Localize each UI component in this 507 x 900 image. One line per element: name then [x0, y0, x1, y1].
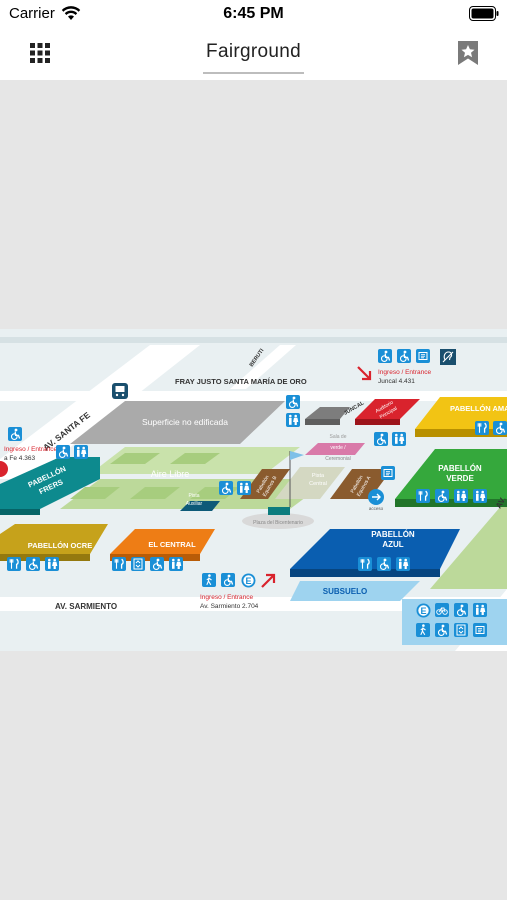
pavilion-azul[interactable]	[290, 529, 460, 569]
pista-auxiliar	[180, 501, 220, 511]
street-border	[0, 337, 507, 343]
entrance-sarmiento-label: Ingreso / Entrance	[200, 594, 253, 601]
flag-base	[268, 507, 290, 515]
entrance-santa-fe-address: a Fe 4.363	[4, 455, 35, 462]
label-sarmiento: AV. SARMIENTO	[55, 602, 117, 611]
wifi-icon	[61, 6, 81, 20]
icons-equinos-a	[380, 465, 396, 481]
label-fray-justo: FRAY JUSTO SANTA MARÍA DE ORO	[175, 377, 307, 386]
pavilion-ocre[interactable]	[0, 524, 108, 554]
street-beruti	[230, 345, 296, 389]
map-content-area: E	[0, 80, 507, 900]
lawn-patches	[70, 453, 240, 499]
label-amarillo: PABELLÓN AMA	[450, 404, 507, 413]
pavilion-equinos-b[interactable]	[240, 469, 290, 499]
area-superficie	[70, 401, 285, 444]
entrance-juncal-address: Juncal 4.431	[378, 378, 415, 385]
plaza-bicentenario	[242, 513, 314, 529]
label-central: EL CENTRAL	[148, 540, 196, 549]
label-plaza: Plaza del Bicentenario	[253, 520, 303, 526]
juncal-building	[305, 407, 350, 419]
auditorio-principal[interactable]	[355, 399, 420, 419]
grid-menu-icon[interactable]	[29, 42, 51, 64]
pavilion-central[interactable]	[110, 529, 215, 554]
label-pista-central-2: Central	[309, 481, 327, 487]
label-sala-1: Sala de	[330, 434, 347, 440]
fairground-map[interactable]: E	[0, 329, 507, 651]
area-subsuelo	[290, 581, 420, 601]
icons-sarmiento-entrance	[201, 572, 256, 588]
page-title: Fairground	[206, 41, 301, 62]
title-underline	[203, 72, 304, 74]
label-acceso: acceso	[369, 506, 384, 511]
entrance-santa-fe-label: Ingreso / Entrance	[4, 446, 57, 453]
battery-icon	[469, 6, 499, 21]
label-pista-auxiliar-1: Pista	[188, 493, 199, 499]
icons-azul	[357, 556, 410, 572]
wheelchair-icon-santa-fe	[7, 426, 23, 442]
label-verde-1: PABELLÓN	[438, 464, 482, 473]
status-time: 6:45 PM	[223, 5, 284, 22]
label-pista-auxiliar-2: Auxiliar	[186, 501, 203, 507]
street-fray-justo	[0, 391, 507, 401]
icons-top-right	[377, 348, 456, 365]
carrier-label: Carrier	[9, 5, 55, 22]
label-pista-central-1: Pista	[312, 473, 325, 479]
label-superficie: Superficie no edificada	[142, 417, 228, 427]
street-santa-fe	[0, 345, 200, 479]
flag-icon	[290, 451, 304, 460]
label-azul-2: AZUL	[382, 540, 403, 549]
label-azul-1: PABELLÓN	[371, 530, 415, 539]
bookmark-star-icon[interactable]	[457, 40, 479, 66]
bus-icon	[112, 383, 128, 399]
icons-ocre	[6, 556, 59, 572]
pista-central	[275, 467, 345, 499]
pavilion-frers[interactable]	[0, 457, 100, 509]
label-av-right: AV.	[494, 495, 507, 510]
pavilion-verde[interactable]	[395, 449, 507, 499]
navigation-bar: Fairground	[0, 28, 507, 80]
label-aire-libre: Aire Libre	[151, 469, 190, 479]
label-sala-2: verde /	[330, 445, 346, 451]
map-canvas: E	[0, 329, 507, 651]
pavilion-equinos-a[interactable]	[330, 469, 392, 499]
label-sala-3: Ceremonial	[325, 456, 351, 462]
entrance-juncal-label: Ingreso / Entrance	[378, 369, 431, 376]
entrance-sarmiento-address: Av. Sarmiento 2.704	[200, 603, 259, 610]
entrance-sarmiento-arrow	[261, 573, 276, 588]
entrance-santa-fe-marker	[0, 461, 8, 477]
status-bar: Carrier 6:45 PM	[0, 0, 507, 28]
entrance-juncal-arrow	[357, 366, 372, 381]
icon-acceso: acceso	[368, 489, 384, 511]
lawn-right	[430, 499, 507, 589]
label-verde-2: VERDE	[446, 474, 474, 483]
label-subsuelo: SUBSUELO	[323, 587, 367, 596]
label-ocre: PABELLÓN OCRE	[28, 541, 92, 550]
sala-verde-ceremonial[interactable]	[305, 443, 365, 455]
hearing-icon	[440, 349, 456, 365]
